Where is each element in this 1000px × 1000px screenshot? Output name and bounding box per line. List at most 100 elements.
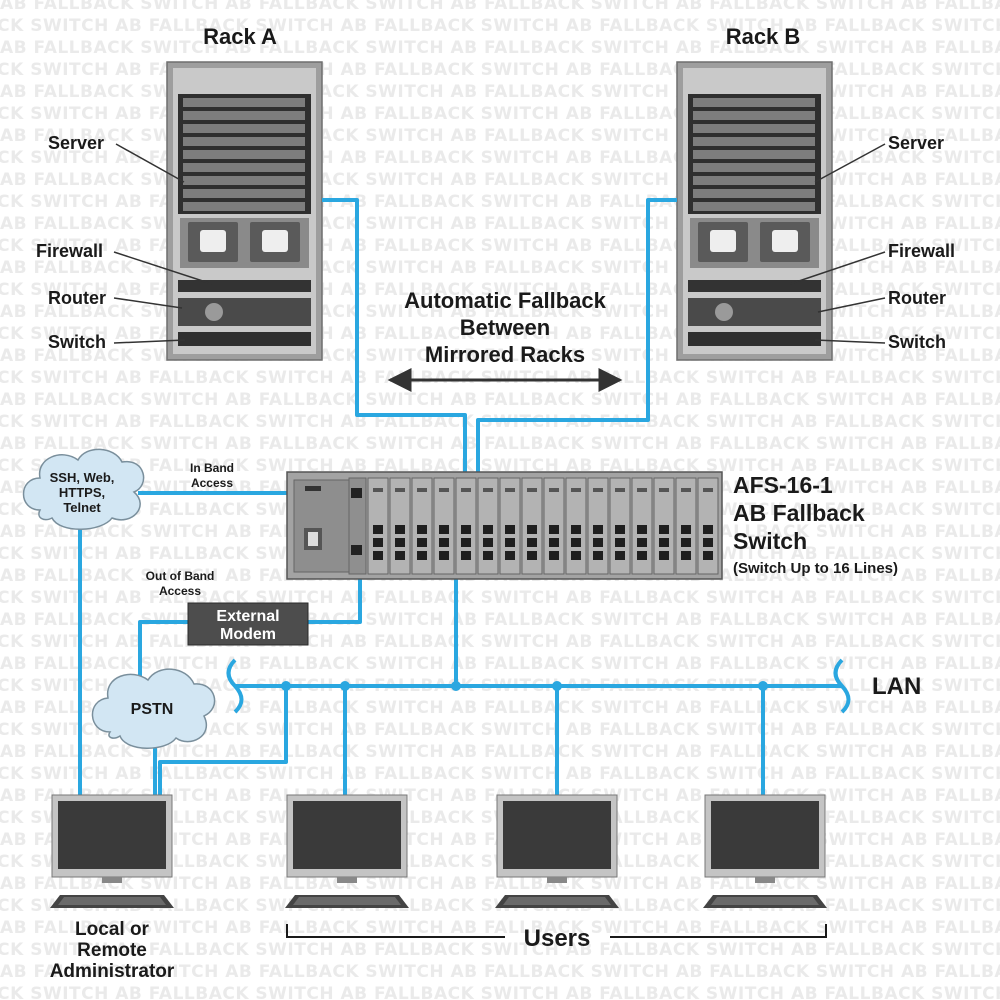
device-name-line1: AB Fallback bbox=[733, 500, 865, 526]
admin-computer bbox=[50, 794, 174, 908]
lan-label: LAN bbox=[872, 673, 921, 700]
rack-b-title: Rack B bbox=[726, 24, 801, 49]
cloud-line3: Telnet bbox=[63, 500, 101, 515]
keyboard-keys bbox=[503, 897, 611, 905]
fallback-annotation: Automatic Fallback Between Mirrored Rack… bbox=[387, 288, 623, 392]
afs-line-card-slots bbox=[367, 477, 719, 575]
afs-line-card bbox=[565, 477, 587, 575]
afs-line-card bbox=[411, 477, 433, 575]
rack-a: Rack A Server Firewall Router Switch bbox=[36, 24, 323, 361]
afs-switch-device bbox=[286, 471, 723, 580]
device-note: (Switch Up to 16 Lines) bbox=[733, 560, 898, 577]
lan-junction bbox=[552, 681, 562, 691]
users-bracket: Users bbox=[286, 924, 827, 952]
cloud-shape bbox=[22, 448, 145, 530]
lan-junction bbox=[758, 681, 768, 691]
out-band-label-line1: Out of Band bbox=[146, 569, 215, 583]
user-computer-3 bbox=[703, 794, 827, 908]
rack-a-servers bbox=[178, 94, 311, 214]
admin-line1: Local or bbox=[75, 919, 150, 940]
in-band-label-line2: Access bbox=[191, 476, 233, 490]
computers bbox=[50, 794, 827, 908]
monitor-screen bbox=[711, 801, 819, 869]
lan-left-break bbox=[226, 658, 244, 714]
fallback-line2: Between bbox=[460, 315, 550, 340]
watermark-text: AB FALLBACK SWITCH AB FALLBACK SWITCH AB… bbox=[0, 456, 1000, 476]
watermark-text: AB FALLBACK SWITCH AB FALLBACK SWITCH AB… bbox=[0, 764, 1000, 784]
cable-rack-b-to-switch bbox=[476, 198, 677, 550]
monitor-screen bbox=[58, 801, 166, 869]
rack-b-firewall-label: Firewall bbox=[888, 241, 955, 261]
rack-a-power-units bbox=[180, 218, 309, 268]
user-computer-2 bbox=[495, 794, 619, 908]
afs-line-card bbox=[499, 477, 521, 575]
pstn-cloud: PSTN bbox=[91, 668, 216, 749]
rack-b-servers bbox=[688, 94, 821, 214]
afs-line-card bbox=[543, 477, 565, 575]
watermark-text: AB FALLBACK SWITCH AB FALLBACK SWITCH AB… bbox=[0, 698, 1000, 718]
cloud-line2: HTTPS, bbox=[59, 485, 105, 500]
watermark-text: AB FALLBACK SWITCH AB FALLBACK SWITCH AB… bbox=[0, 720, 1000, 740]
afs-line-card bbox=[521, 477, 543, 575]
afs-line-card bbox=[367, 477, 389, 575]
out-band-label-line2: Access bbox=[159, 584, 201, 598]
afs-line-card bbox=[675, 477, 697, 575]
watermark-text: AB FALLBACK SWITCH AB FALLBACK SWITCH AB… bbox=[0, 16, 1000, 36]
watermark-text: AB FALLBACK SWITCH AB FALLBACK SWITCH AB… bbox=[0, 38, 1000, 58]
afs-line-card bbox=[653, 477, 675, 575]
afs-line-card bbox=[609, 477, 631, 575]
watermark-text: AB FALLBACK SWITCH AB FALLBACK SWITCH AB… bbox=[0, 0, 1000, 14]
cloud-line1: SSH, Web, bbox=[50, 470, 115, 485]
afs-line-card bbox=[433, 477, 455, 575]
monitor-screen bbox=[293, 801, 401, 869]
user-computer-1 bbox=[285, 794, 409, 908]
lan-junction bbox=[281, 681, 291, 691]
rack-b-router-label: Router bbox=[888, 288, 946, 308]
watermark-text: AB FALLBACK SWITCH AB FALLBACK SWITCH AB… bbox=[0, 918, 1000, 938]
cable-admin-to-lan bbox=[158, 686, 288, 800]
rack-a-router-label: Router bbox=[48, 288, 106, 308]
watermark-text: AB FALLBACK SWITCH AB FALLBACK SWITCH AB… bbox=[0, 984, 1000, 1000]
rack-b-server-label: Server bbox=[888, 133, 944, 153]
rack-b-firewall bbox=[688, 280, 821, 292]
lan-junction bbox=[340, 681, 350, 691]
fallback-line1: Automatic Fallback bbox=[404, 288, 606, 313]
device-model: AFS-16-1 bbox=[733, 472, 833, 498]
rack-a-callout-lines bbox=[113, 143, 213, 344]
rack-a-title: Rack A bbox=[203, 24, 277, 49]
rack-b-switch-label: Switch bbox=[888, 332, 946, 352]
admin-line3: Administrator bbox=[50, 961, 175, 982]
rack-a-server-label: Server bbox=[48, 133, 104, 153]
pstn-cloud-shape bbox=[91, 668, 216, 749]
watermark-text: AB FALLBACK SWITCH AB FALLBACK SWITCH AB… bbox=[0, 940, 1000, 960]
monitor-stand bbox=[337, 877, 357, 883]
rack-a-switch-label: Switch bbox=[48, 332, 106, 352]
users-label: Users bbox=[524, 925, 591, 952]
admin-line2: Remote bbox=[77, 940, 147, 961]
rack-a-switch bbox=[178, 332, 311, 346]
modem-line2: Modem bbox=[220, 626, 276, 643]
modem-line1: External bbox=[216, 608, 279, 625]
afs-line-card bbox=[587, 477, 609, 575]
cable-network bbox=[78, 198, 851, 800]
device-name-line2: Switch bbox=[733, 528, 807, 554]
keyboard-keys bbox=[58, 897, 166, 905]
rack-a-firewall bbox=[178, 280, 311, 292]
rack-b-switch bbox=[688, 332, 821, 346]
monitor-stand bbox=[547, 877, 567, 883]
cable-modem-to-pstn bbox=[138, 620, 188, 680]
modem-box bbox=[187, 602, 309, 646]
rack-b-callout-lines bbox=[789, 143, 886, 344]
afs-line-card bbox=[631, 477, 653, 575]
afs-line-card bbox=[389, 477, 411, 575]
rack-a-router-fan bbox=[205, 303, 223, 321]
external-modem: External Modem bbox=[187, 602, 309, 646]
fallback-line3: Mirrored Racks bbox=[425, 342, 585, 367]
lan-right-break bbox=[833, 658, 851, 714]
rack-b-router bbox=[688, 298, 821, 326]
remote-access-cloud: SSH, Web, HTTPS, Telnet bbox=[22, 448, 145, 530]
keyboard-keys bbox=[293, 897, 401, 905]
keyboard-keys bbox=[711, 897, 819, 905]
